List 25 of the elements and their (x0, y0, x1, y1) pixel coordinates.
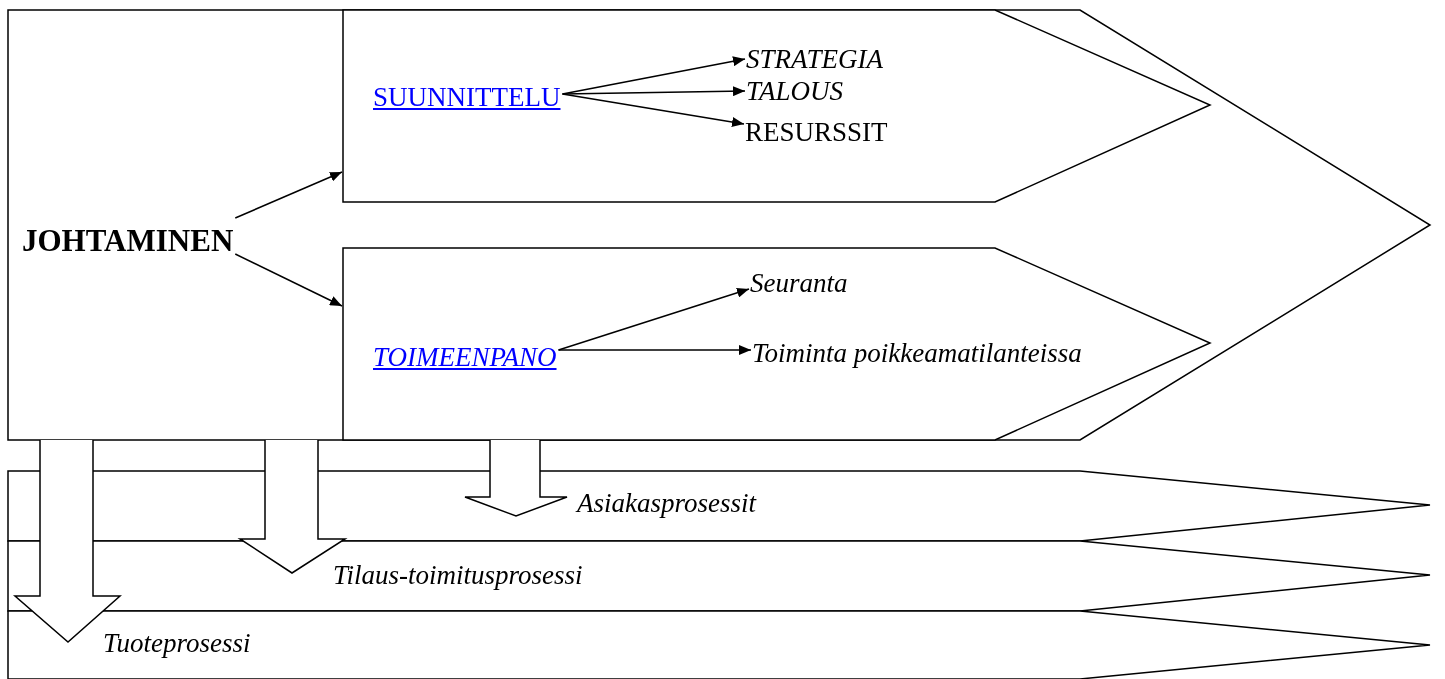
process-band (8, 541, 1432, 611)
item-label: TALOUS (746, 75, 844, 107)
link-text: TOIMEENPANO (373, 341, 557, 373)
arrow (561, 86, 746, 97)
band-label: Tilaus-toimitusprosessi (333, 559, 583, 591)
block-arrow (13, 439, 122, 643)
block-arrow (237, 439, 348, 574)
chevron-shape (8, 10, 1432, 440)
band-label: Tuoteprosessi (103, 627, 251, 659)
process-band (8, 611, 1432, 679)
arrow (557, 287, 750, 351)
band-label: Asiakasprosessit (577, 487, 756, 519)
link-text: SUUNNITTELU (373, 81, 561, 113)
item-label: STRATEGIA (746, 43, 883, 75)
item-label: RESURSSIT (745, 116, 888, 148)
arrow (234, 171, 343, 219)
arrow (234, 253, 343, 307)
heading-label: JOHTAMINEN (22, 225, 234, 257)
arrow (561, 93, 745, 127)
chevron-shape (343, 248, 1212, 440)
chevron-shape (343, 10, 1212, 202)
item-label: Toiminta poikkeamatilanteissa (752, 337, 1082, 369)
arrow (557, 345, 752, 355)
block-arrow (464, 439, 568, 517)
item-label: Seuranta (750, 267, 848, 299)
